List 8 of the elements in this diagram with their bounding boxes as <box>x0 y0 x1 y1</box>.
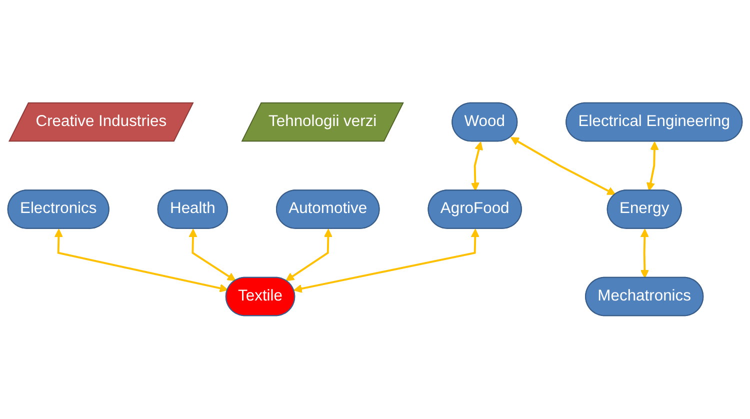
arrow <box>510 137 616 196</box>
arrow <box>470 142 484 192</box>
arrow <box>286 229 332 282</box>
arrow <box>188 229 236 282</box>
arrow <box>640 229 649 279</box>
arrow <box>294 229 480 294</box>
arrow <box>54 229 228 293</box>
arrow <box>646 142 659 192</box>
